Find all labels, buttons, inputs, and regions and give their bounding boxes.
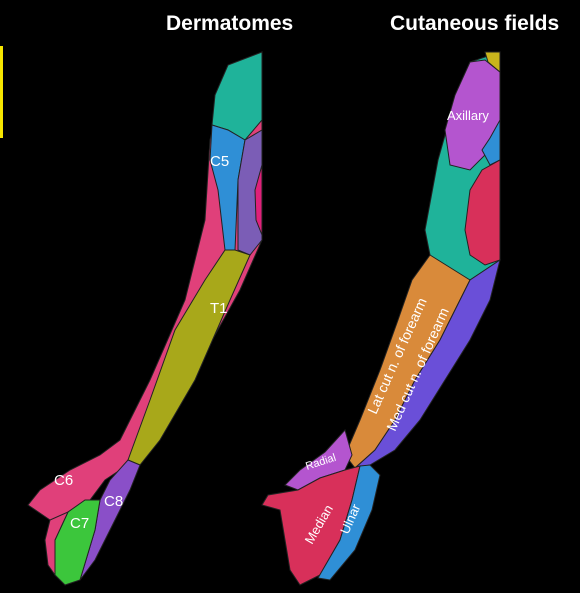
- c6-thumb: [44, 511, 70, 577]
- shoulder-cap: [484, 51, 501, 74]
- c8-region: [79, 459, 141, 581]
- c7-label: C7: [70, 515, 89, 532]
- axilla-blue-strip: [481, 118, 501, 166]
- c6-label: C6: [54, 472, 73, 489]
- axillary-label: Axillary: [447, 108, 489, 123]
- c8-label: C8: [104, 493, 123, 510]
- t2-axilla-patch: [254, 164, 263, 236]
- dermatome-arm: C5 T1 C6 C7 C8: [27, 50, 263, 586]
- cutaneous-arm: Axillary Lat cut n. of forearm Med cut n…: [261, 51, 501, 586]
- t1-label: T1: [210, 300, 228, 317]
- yellow-edge-marker: [0, 46, 3, 138]
- medial-upper-region: [464, 159, 501, 266]
- dermatomes-title: Dermatomes: [166, 12, 294, 35]
- c5-region: [211, 51, 263, 141]
- ulnar-region: [317, 464, 381, 581]
- cutaneous-fields-title: Cutaneous fields: [390, 12, 560, 35]
- c5-label: C5: [210, 153, 229, 170]
